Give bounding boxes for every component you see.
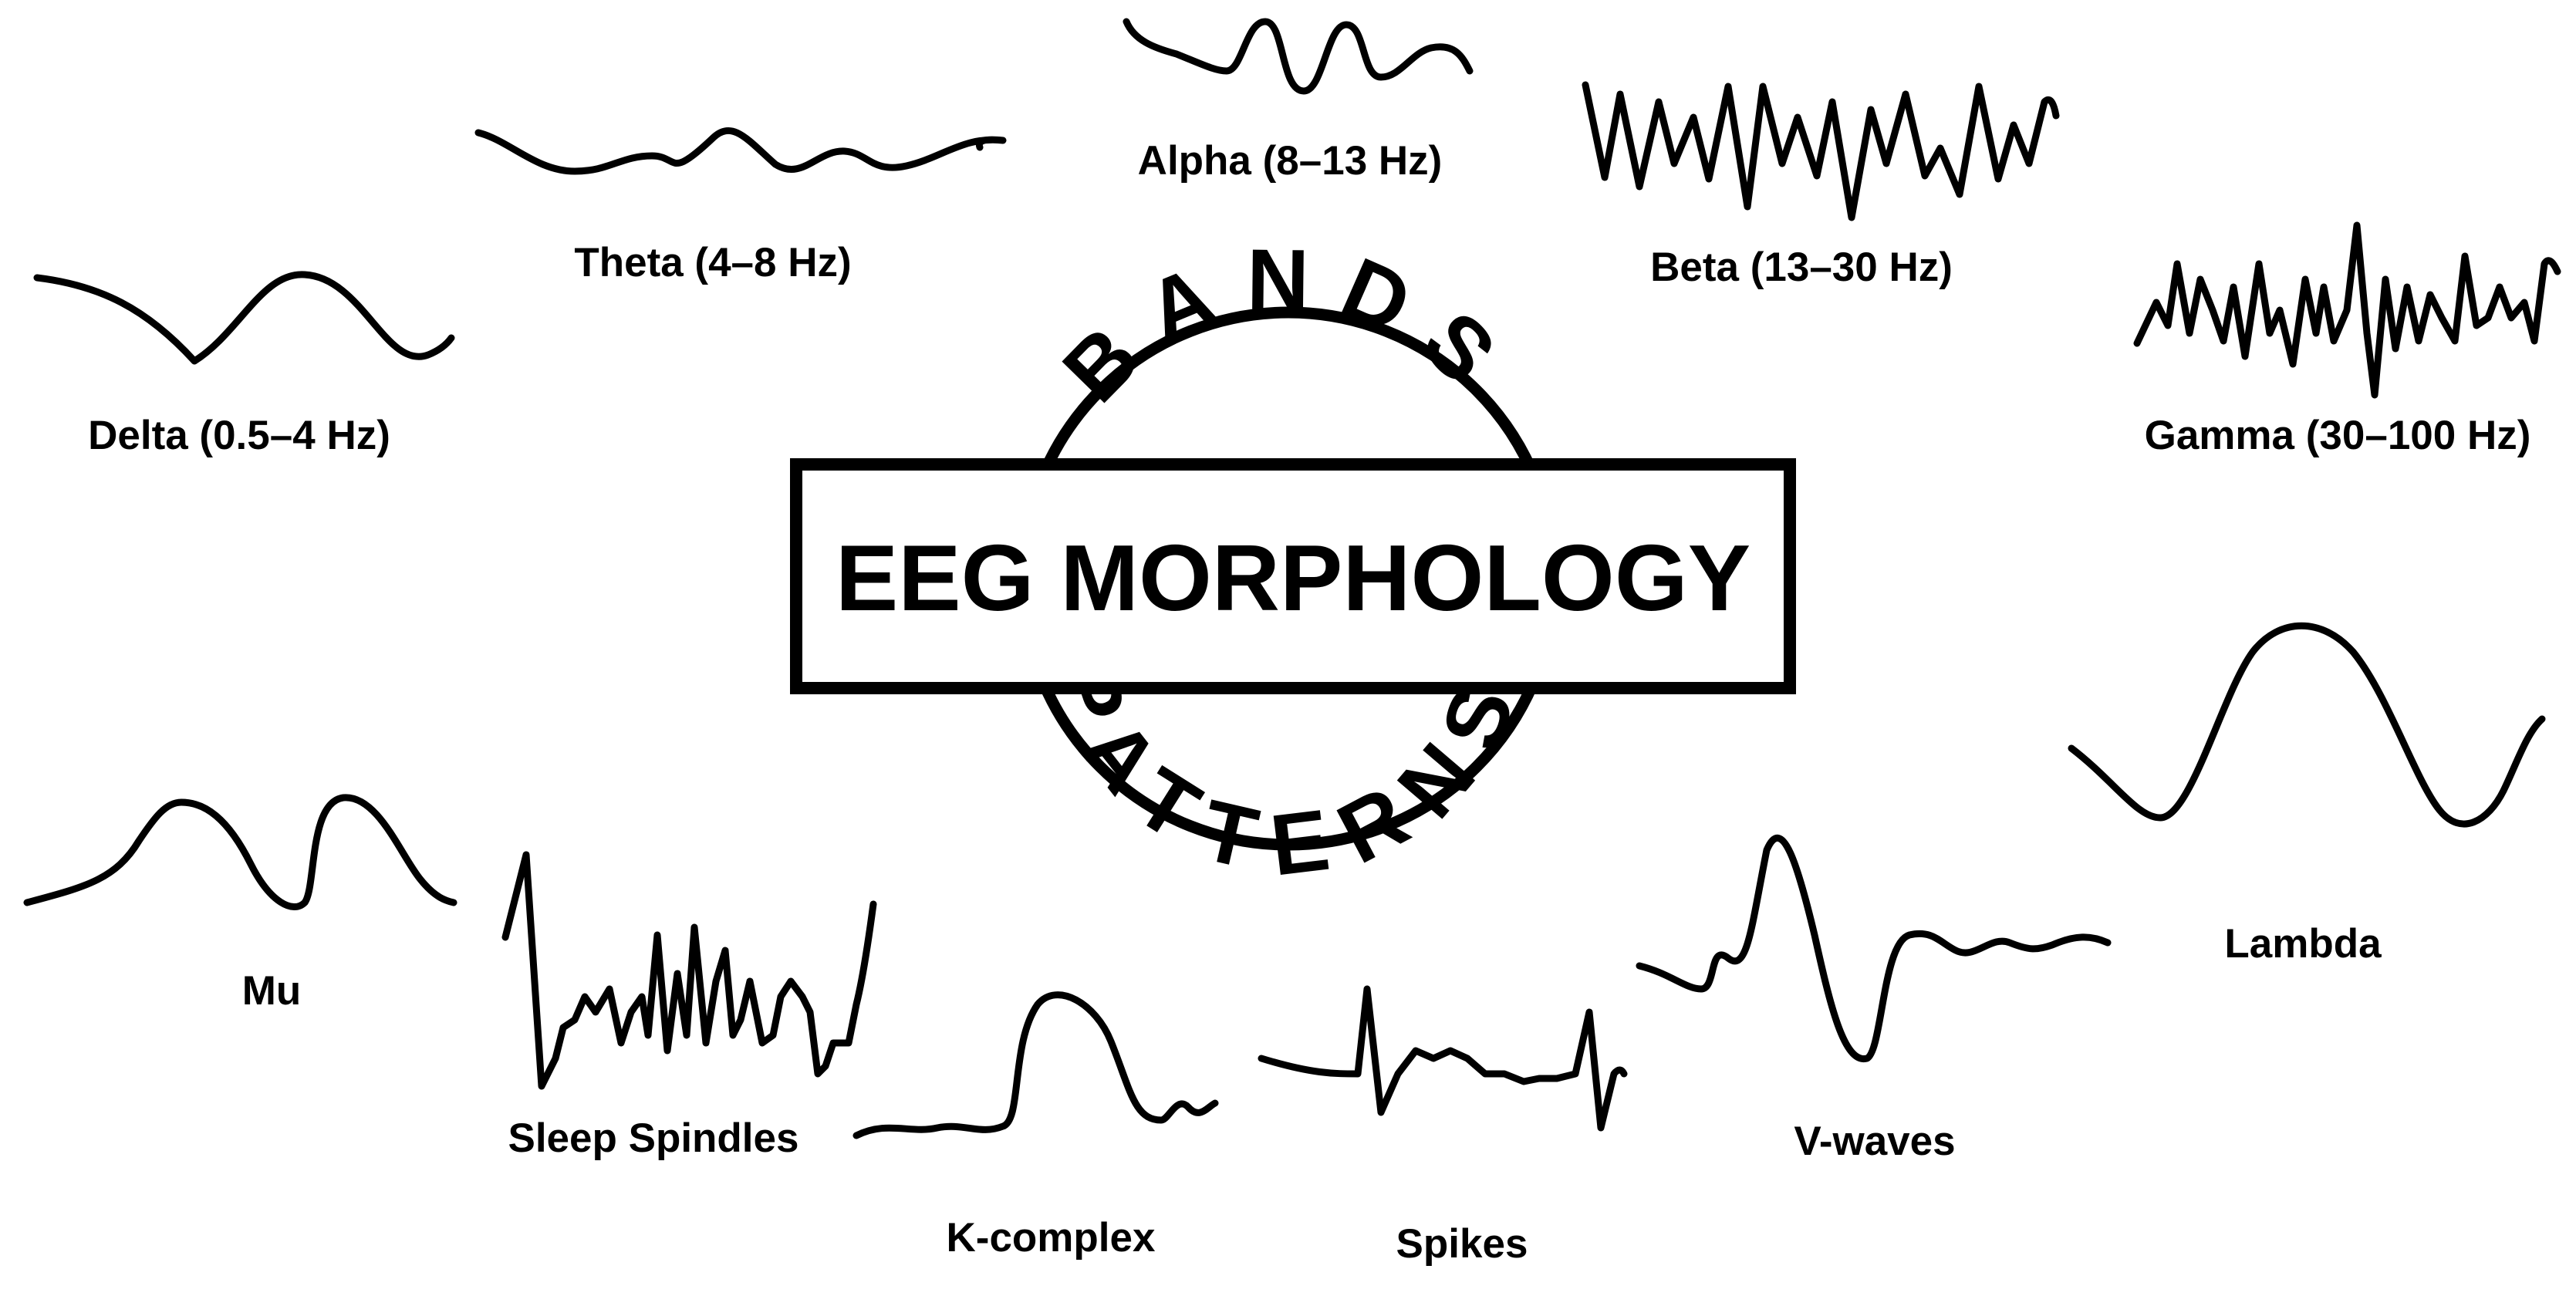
v-waves-waveform (1636, 835, 2112, 1062)
central-emblem: BANDS PATTERNS EEG MORPHOLOGY (790, 231, 1796, 894)
beta-label: Beta (13–30 Hz) (1650, 245, 1953, 290)
band-beta: Beta (13–30 Hz) (1582, 81, 2060, 290)
band-alpha: Alpha (8–13 Hz) (1123, 18, 1474, 184)
pattern-v-waves: V-waves (1636, 835, 2112, 1164)
spikes-label: Spikes (1396, 1221, 1528, 1267)
delta-label: Delta (0.5–4 Hz) (88, 413, 390, 458)
k-complex-label: K-complex (947, 1215, 1156, 1261)
sleep-spindles-waveform (501, 851, 877, 1090)
gamma-waveform (2133, 221, 2561, 399)
page-title: EEG MORPHOLOGY (836, 525, 1751, 630)
v-waves-label: V-waves (1794, 1119, 1955, 1164)
band-delta: Delta (0.5–4 Hz) (33, 271, 455, 458)
title-box (790, 458, 1796, 694)
band-theta: Theta (4–8 Hz) (474, 127, 1007, 285)
k-complex-waveform (852, 991, 1219, 1139)
band-gamma: Gamma (30–100 Hz) (2133, 221, 2561, 458)
pattern-spikes: Spikes (1258, 985, 1628, 1267)
lambda-label: Lambda (2224, 921, 2382, 967)
delta-waveform (33, 271, 455, 365)
sleep-spindles-label: Sleep Spindles (508, 1115, 798, 1161)
gamma-label: Gamma (30–100 Hz) (2145, 413, 2531, 458)
spikes-waveform (1258, 985, 1628, 1132)
pattern-mu: Mu (23, 794, 457, 1014)
alpha-waveform (1123, 18, 1474, 95)
theta-label: Theta (4–8 Hz) (574, 240, 851, 285)
mu-waveform (23, 794, 457, 910)
alpha-label: Alpha (8–13 Hz) (1138, 138, 1443, 184)
lambda-waveform (2068, 622, 2546, 828)
pattern-sleep-spindles: Sleep Spindles (501, 851, 877, 1161)
mu-label: Mu (242, 968, 302, 1014)
beta-waveform (1582, 81, 2060, 221)
theta-waveform (474, 127, 1007, 175)
pattern-lambda: Lambda (2068, 622, 2546, 967)
pattern-k-complex: K-complex (852, 991, 1219, 1261)
